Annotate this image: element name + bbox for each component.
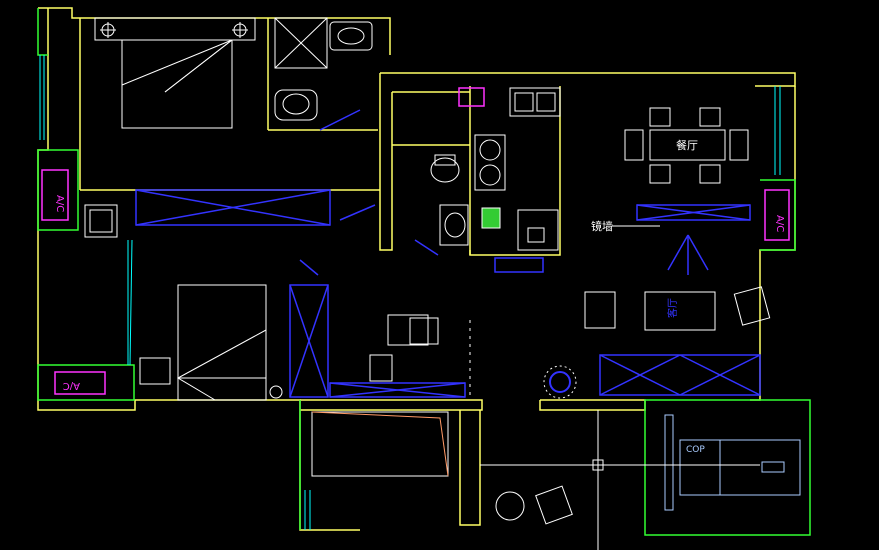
light-glow: [543, 365, 577, 399]
ac-label-bottom: A/C: [63, 380, 80, 391]
living-label: 客厅: [666, 298, 679, 318]
utility-box-inner: [89, 209, 113, 233]
ac-label-top: A/C: [54, 195, 65, 212]
dining-label: 餐厅: [676, 138, 698, 152]
ac-label-right: A/C: [774, 215, 785, 232]
ceiling-light-icon: [549, 371, 571, 393]
outer-boundary: [37, 8, 811, 536]
kitchen-area: [430, 87, 561, 251]
feature-wall-label: 镜墙: [591, 219, 613, 233]
master-bed: [94, 17, 256, 129]
storage-edge: [311, 411, 449, 477]
feature-wall-cabinet: [636, 204, 751, 275]
kitchen-appliance: [458, 87, 485, 107]
cop-label: COP: [686, 445, 705, 455]
wardrobe-middle: [289, 259, 466, 398]
dining-table: [624, 107, 749, 184]
living-furniture: [584, 286, 771, 331]
ac-units: [41, 169, 790, 395]
tv-cabinet: [599, 354, 761, 396]
door-swing-1: [339, 204, 376, 221]
stair-room: [664, 414, 801, 511]
master-bathroom: [274, 17, 373, 121]
windows: [39, 55, 781, 530]
kitchen-door: [494, 257, 544, 273]
wardrobe-top: [135, 189, 331, 226]
desk-chairs: [369, 314, 471, 395]
door-swing-2: [414, 239, 439, 256]
second-bed: [139, 284, 283, 401]
bath-door-swing: [319, 109, 361, 131]
plant-icon: [481, 207, 501, 229]
utility-box: [84, 204, 118, 238]
bottom-storage: [311, 411, 573, 525]
cad-crosshair-cursor[interactable]: [480, 410, 760, 550]
